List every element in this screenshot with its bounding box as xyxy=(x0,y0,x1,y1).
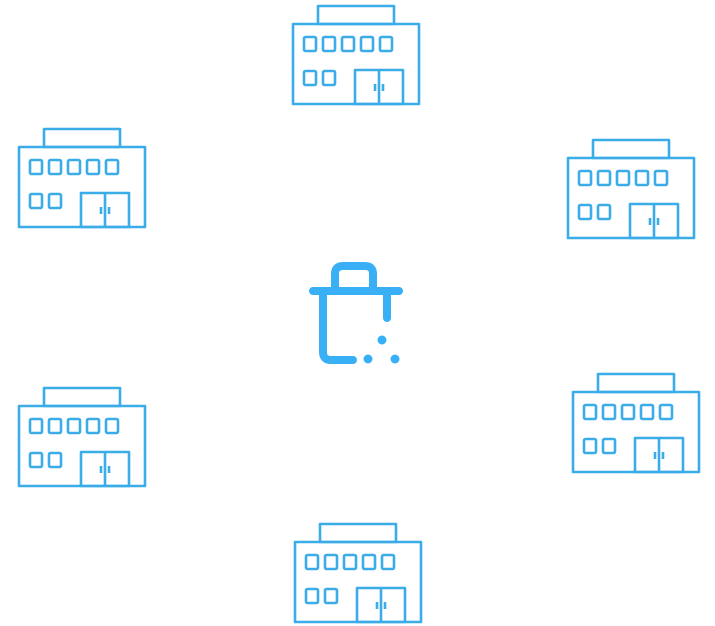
office-building-icon xyxy=(566,138,696,240)
building-upper-left xyxy=(16,127,147,231)
office-building-icon xyxy=(293,522,423,624)
office-building-icon xyxy=(17,386,147,488)
office-building-icon xyxy=(571,372,701,474)
building-lower-right xyxy=(570,372,701,476)
center-trash-bin xyxy=(305,262,405,368)
building-bottom xyxy=(292,522,423,626)
building-top xyxy=(290,4,421,108)
building-lower-left xyxy=(16,386,147,490)
trash-bin-icon xyxy=(309,262,403,364)
office-building-icon xyxy=(291,4,421,106)
office-building-icon xyxy=(17,127,147,229)
building-upper-right xyxy=(565,138,696,242)
